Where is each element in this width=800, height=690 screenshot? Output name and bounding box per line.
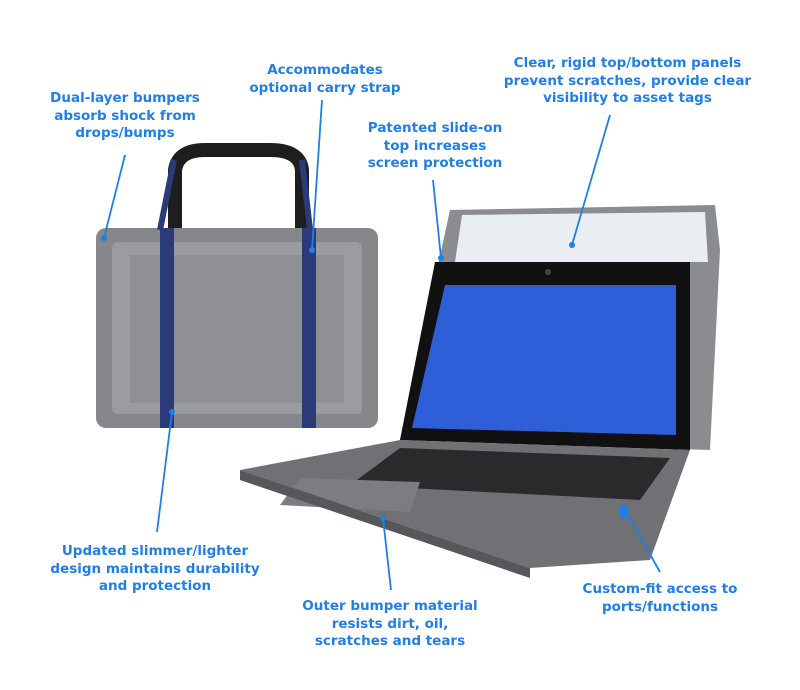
- carry-strap-right: [302, 228, 316, 428]
- callout-ports: Custom-fit access to ports/functions: [582, 581, 738, 615]
- callout-outer: Outer bumper material resists dirt, oil,…: [302, 598, 478, 649]
- webcam: [545, 269, 551, 275]
- callout-slide-on: Patented slide-on top increases screen p…: [367, 120, 503, 171]
- leader-lines: [103, 99, 661, 591]
- closed-case: [96, 143, 378, 428]
- callout-slimmer: Updated slimmer/lighter design maintains…: [50, 543, 260, 594]
- screen: [412, 285, 676, 435]
- clear-top-panel: [455, 212, 708, 262]
- open-laptop: [240, 205, 720, 578]
- carry-strap-left: [160, 228, 174, 428]
- keyboard: [350, 448, 670, 500]
- carry-handle: [168, 143, 309, 235]
- callout-strap: Accommodates optional carry strap: [249, 62, 401, 96]
- callout-panels: Clear, rigid top/bottom panels prevent s…: [503, 55, 752, 106]
- callout-bumpers: Dual-layer bumpers absorb shock from dro…: [50, 90, 200, 141]
